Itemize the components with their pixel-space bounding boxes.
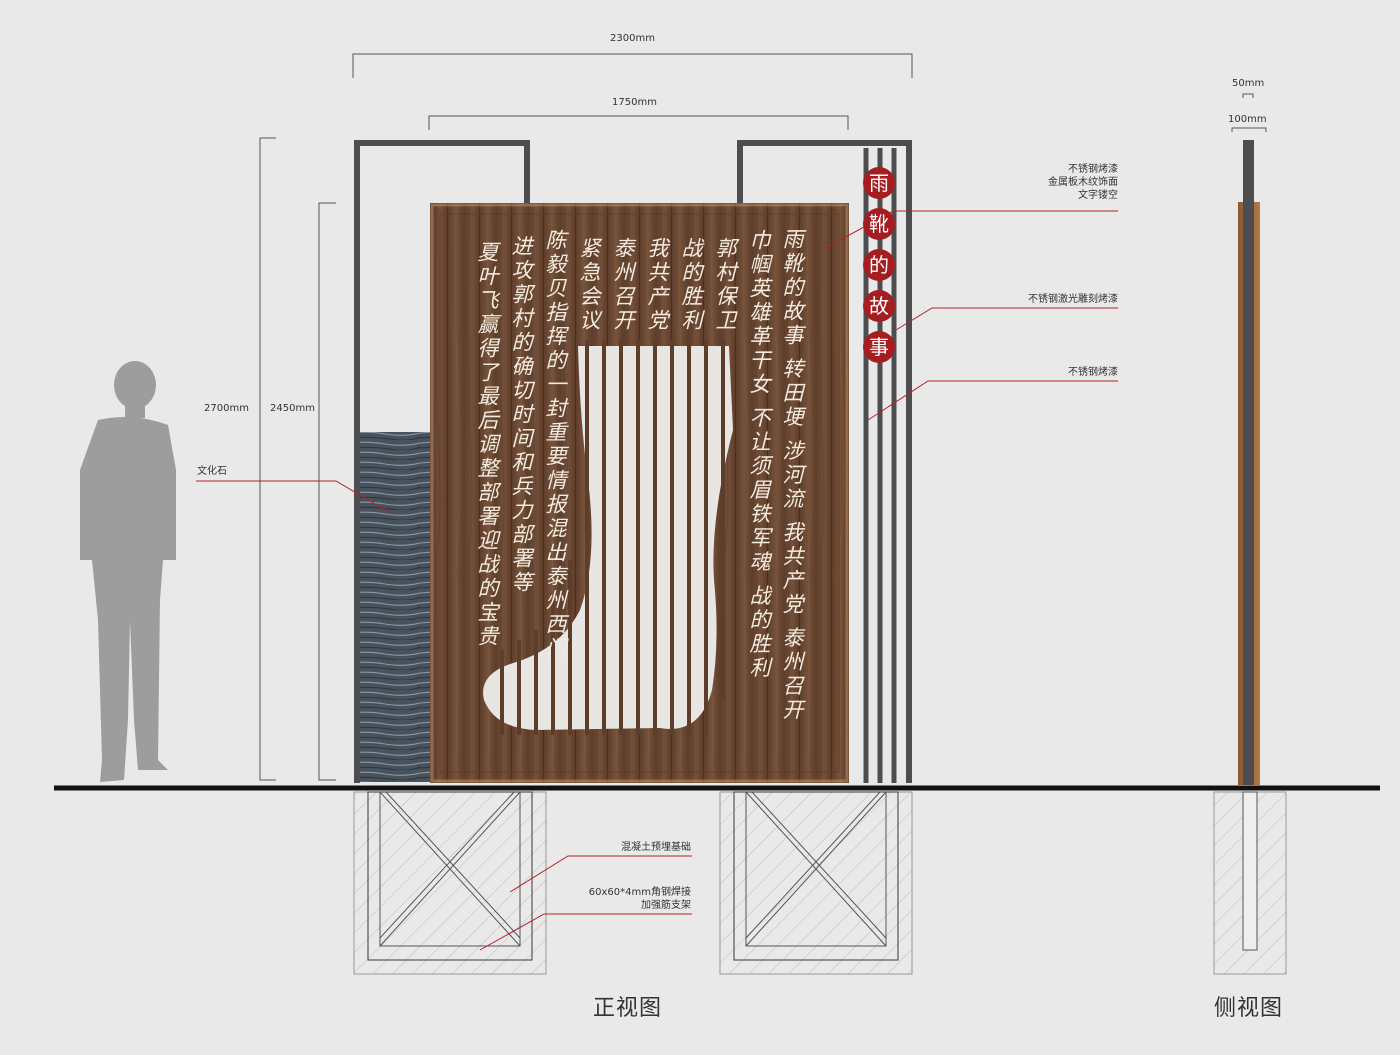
boot-slats <box>500 340 725 735</box>
poem-column-3: 郭村保卫 <box>713 237 737 333</box>
foundation-left <box>353 791 547 975</box>
foundation-right <box>719 791 913 975</box>
callout-foundation: 混凝土预埋基础 <box>621 842 691 853</box>
callout-bracket-line2: 加强筋支架 <box>641 900 691 911</box>
steel-slats-right <box>863 148 897 783</box>
callout-wood-finish-line2: 金属板木纹饰面 <box>1048 177 1118 188</box>
poem-column-1: 雨靴的故事 转田埂 涉河流 我共产党 泰州召开 <box>780 227 804 723</box>
dim-overall-width: 2300mm <box>610 33 655 44</box>
callout-wood-finish-line1: 不锈钢烤漆 <box>1068 164 1118 175</box>
poem-column-8: 陈毅贝指挥的一封重要情报混出泰州西门 <box>543 229 567 661</box>
callout-bracket-line1: 60x60*4mm角钢焊接 <box>588 887 691 898</box>
dimension-lines <box>259 53 1267 781</box>
callout-engraving: 不锈钢激光雕刻烤漆 <box>1028 294 1118 305</box>
dim-post-width: 50mm <box>1232 78 1265 89</box>
steel-frame-left <box>354 140 530 783</box>
dim-overall-height: 2700mm <box>204 403 249 414</box>
human-scale-figure <box>80 361 176 782</box>
callout-stone: 文化石 <box>197 466 227 477</box>
poem-column-5: 我共产党 <box>645 237 669 333</box>
dim-post-depth: 100mm <box>1228 114 1267 125</box>
culture-stone-wall <box>360 432 430 782</box>
seal-char-4: 故 <box>863 290 895 322</box>
side-steel-post <box>1243 140 1254 785</box>
seal-char-1: 雨 <box>863 167 895 199</box>
callout-wood-finish: 不锈钢烤漆 金属板木纹饰面 文字镂空 <box>1048 163 1118 202</box>
callout-bracket: 60x60*4mm角钢焊接 加强筋支架 <box>589 886 691 912</box>
side-view-title: 侧视图 <box>1214 996 1284 1021</box>
poem-column-6: 泰州召开 <box>611 237 635 333</box>
poem-column-4: 战的胜利 <box>679 237 703 333</box>
callout-paint: 不锈钢烤漆 <box>1068 367 1118 378</box>
poem-column-7: 紧急会议 <box>577 237 601 333</box>
seal-char-3: 的 <box>863 249 895 281</box>
steel-frame-right <box>737 140 912 783</box>
seal-char-5: 事 <box>863 331 895 363</box>
poem-column-9: 进攻郭村的确切时间和兵力部署等 <box>509 235 533 595</box>
dim-panel-height: 2450mm <box>270 403 315 414</box>
foundation-side <box>1213 791 1287 975</box>
front-view-title: 正视图 <box>593 996 663 1021</box>
dim-panel-width: 1750mm <box>612 97 657 108</box>
poem-column-10: 夏叶飞赢得了最后调整部署迎战的宝贵 <box>475 241 499 649</box>
poem-column-2: 巾帼英雄革干女 不让须眉铁军魂 战的胜利 <box>747 229 771 681</box>
callout-wood-finish-line3: 文字镂空 <box>1078 190 1118 201</box>
leader-lines <box>196 210 1118 951</box>
seal-char-2: 靴 <box>863 208 895 240</box>
